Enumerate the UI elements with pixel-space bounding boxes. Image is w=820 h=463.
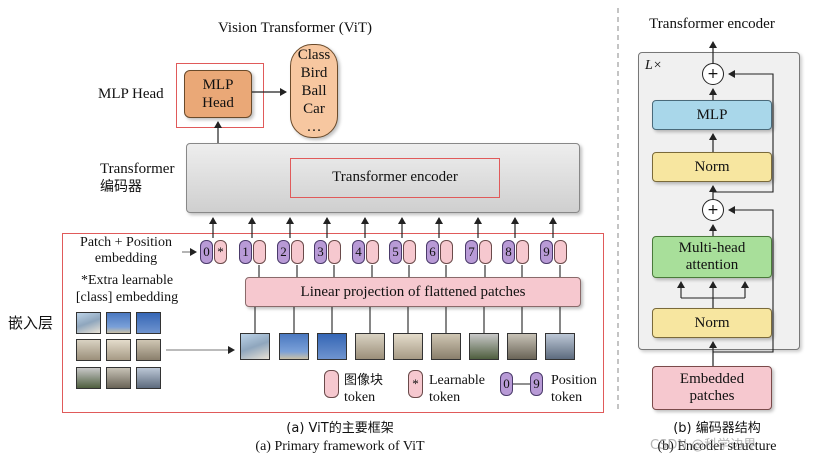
legend-learnable-line1: Learnable — [429, 373, 485, 388]
legend-position-line2: token — [551, 390, 583, 405]
mlp-head-line2: Head — [202, 95, 234, 111]
mlp-head-box: MLP Head — [184, 70, 252, 118]
legend-position-from: 0 — [500, 372, 513, 396]
legend-patch-token-cn: 图像块 — [344, 373, 384, 388]
embedding-layer-label: 嵌入层 — [8, 314, 54, 332]
caption-left-cn: (a) ViT的主要框架 — [286, 421, 394, 436]
transformer-label-cn: 编码器 — [100, 179, 142, 195]
class-item: Bird — [300, 65, 328, 81]
flattened-patch — [393, 333, 423, 360]
class-item: … — [306, 119, 322, 135]
patch-token-8 — [516, 240, 529, 264]
embedding-layer-outline — [62, 233, 604, 413]
legend-patch-token-label: 图像块 token — [344, 372, 383, 406]
extra-learnable-line2: [class] embedding — [75, 290, 179, 305]
patch-position-line1: Patch + Position — [80, 235, 172, 250]
patch-token-1 — [253, 240, 266, 264]
patch-token-4 — [366, 240, 379, 264]
class-learnable-token: * — [214, 240, 227, 264]
legend-position-label: Position token — [551, 372, 597, 406]
image-patch — [106, 312, 131, 334]
watermark: CSDN @科学边界 — [650, 438, 757, 453]
residual-add-bottom: + — [702, 199, 724, 221]
position-token-4: 4 — [352, 240, 365, 264]
image-patch — [136, 367, 161, 389]
position-token-6: 6 — [426, 240, 439, 264]
mlp-head-line1: MLP — [202, 77, 234, 93]
extra-learnable-label: *Extra learnable [class] embedding — [62, 272, 192, 306]
position-token-2: 2 — [277, 240, 290, 264]
flattened-patch — [240, 333, 270, 360]
image-patch — [136, 339, 161, 361]
patch-token-9 — [554, 240, 567, 264]
position-token-3: 3 — [314, 240, 327, 264]
image-patch — [106, 367, 131, 389]
transformer-encoder-block — [186, 143, 580, 213]
mha-line2: attention — [685, 257, 739, 273]
position-token-5: 5 — [389, 240, 402, 264]
class-item: Car — [303, 101, 325, 117]
legend-learnable-label: Learnable token — [429, 372, 485, 406]
legend-position-line1: Position — [551, 373, 597, 388]
caption-left-en: (a) Primary framework of ViT — [255, 439, 425, 454]
embedded-patches-block: Embedded patches — [652, 366, 772, 410]
norm-block-bottom: Norm — [652, 308, 772, 338]
embedded-patches-line1: Embedded — [679, 371, 745, 387]
patch-position-line2: embedding — [94, 251, 158, 266]
image-patch — [76, 339, 101, 361]
patch-token-2 — [291, 240, 304, 264]
caption-left: (a) ViT的主要框架 (a) Primary framework of Vi… — [190, 420, 490, 456]
flattened-patch — [431, 333, 461, 360]
flattened-patch — [545, 333, 575, 360]
encoder-title: Transformer encoder — [649, 16, 775, 32]
class-item: Ball — [301, 83, 327, 99]
flattened-patch — [355, 333, 385, 360]
encoder-box-label: Transformer encoder — [332, 169, 458, 185]
mlp-head-label: MLP Head — [98, 86, 164, 102]
patch-position-label: Patch + Position embedding — [66, 235, 186, 267]
extra-learnable-line1: *Extra learnable — [80, 273, 174, 288]
image-patch — [106, 339, 131, 361]
position-token-9: 9 — [540, 240, 553, 264]
patch-token-6 — [440, 240, 453, 264]
image-patch — [76, 367, 101, 389]
vit-title: Vision Transformer (ViT) — [218, 20, 373, 36]
position-token-8: 8 — [502, 240, 515, 264]
legend-patch-token-swatch — [324, 370, 339, 398]
mlp-block: MLP — [652, 100, 772, 130]
encoder-label-highlight — [290, 158, 500, 198]
patch-token-7 — [479, 240, 492, 264]
image-patch — [76, 312, 101, 334]
repeat-label: L× — [645, 58, 663, 73]
position-token-7: 7 — [465, 240, 478, 264]
caption-right-en: (b) Encoder structure — [657, 439, 777, 454]
multi-head-attention-block: Multi-head attention — [652, 236, 772, 278]
mha-line1: Multi-head — [678, 240, 746, 256]
norm-block-top: Norm — [652, 152, 772, 182]
legend-patch-token-en: token — [344, 390, 376, 405]
embedded-patches-line2: patches — [689, 388, 735, 404]
legend-learnable-swatch: * — [408, 370, 423, 398]
caption-right-cn: (b) 编码器结构 — [673, 421, 761, 436]
position-token-1: 1 — [239, 240, 252, 264]
image-patch — [136, 312, 161, 334]
transformer-side-label: Transformer 编码器 — [100, 160, 174, 196]
legend-learnable-line2: token — [429, 390, 461, 405]
caption-right: (b) 编码器结构 (b) Encoder structure — [622, 420, 812, 456]
residual-add-top: + — [702, 63, 724, 85]
patch-token-3 — [328, 240, 341, 264]
class-position-token: 0 — [200, 240, 213, 264]
patch-token-5 — [403, 240, 416, 264]
flattened-patch — [469, 333, 499, 360]
legend-position-to: 9 — [530, 372, 543, 396]
flattened-patch — [507, 333, 537, 360]
flattened-patch — [317, 333, 347, 360]
flattened-patch — [279, 333, 309, 360]
class-output-pill: Class Bird Ball Car … — [290, 44, 338, 138]
transformer-label-en: Transformer — [100, 161, 175, 177]
linear-projection-block: Linear projection of flattened patches — [245, 277, 581, 307]
class-item: Class — [297, 47, 331, 63]
